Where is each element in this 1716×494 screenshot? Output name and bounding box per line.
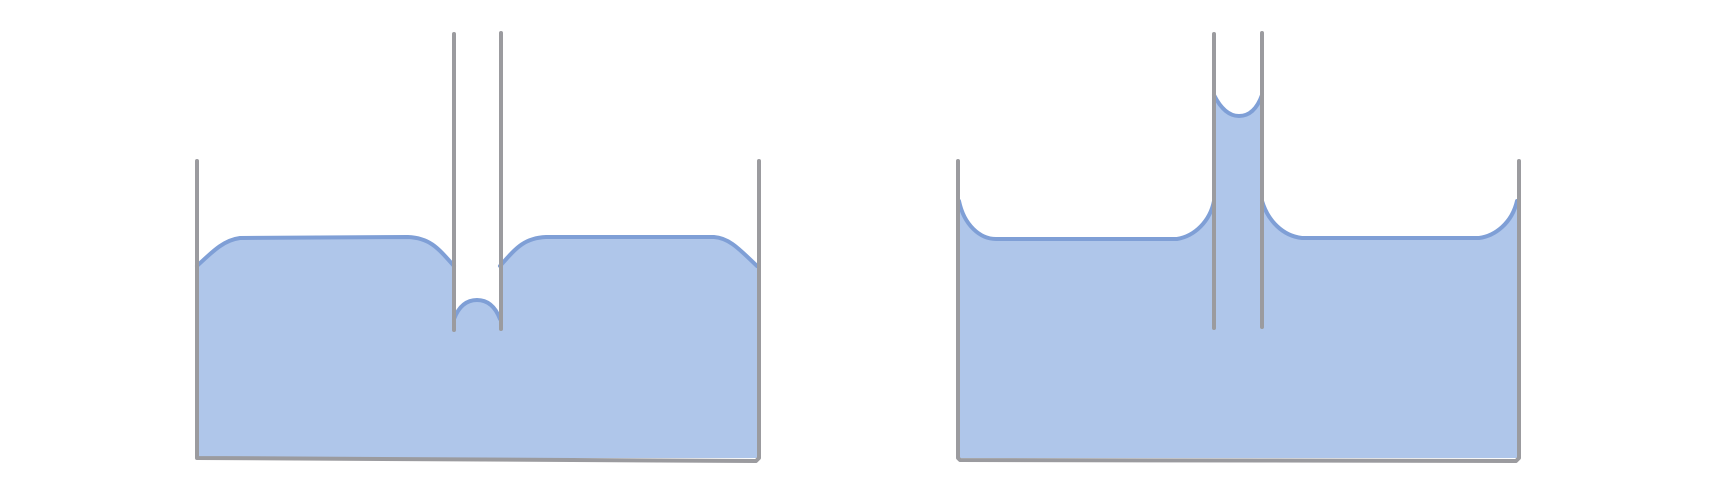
- container-left: [195, 159, 761, 463]
- capillary-depression-diagram: [195, 31, 761, 463]
- meniscus-bulk-left: [195, 235, 456, 268]
- meniscus-bulk-right-2: [1260, 199, 1519, 240]
- meniscus-concave-tube: [1212, 93, 1264, 118]
- liquid-body-right: [959, 95, 1517, 458]
- liquid-body-left: [197, 237, 757, 458]
- meniscus-convex-tube: [452, 298, 502, 321]
- container-right: [956, 159, 1521, 463]
- meniscus-bulk-left-2: [957, 199, 1216, 241]
- meniscus-bulk-right: [498, 235, 759, 268]
- capillary-rise-diagram: [956, 31, 1521, 463]
